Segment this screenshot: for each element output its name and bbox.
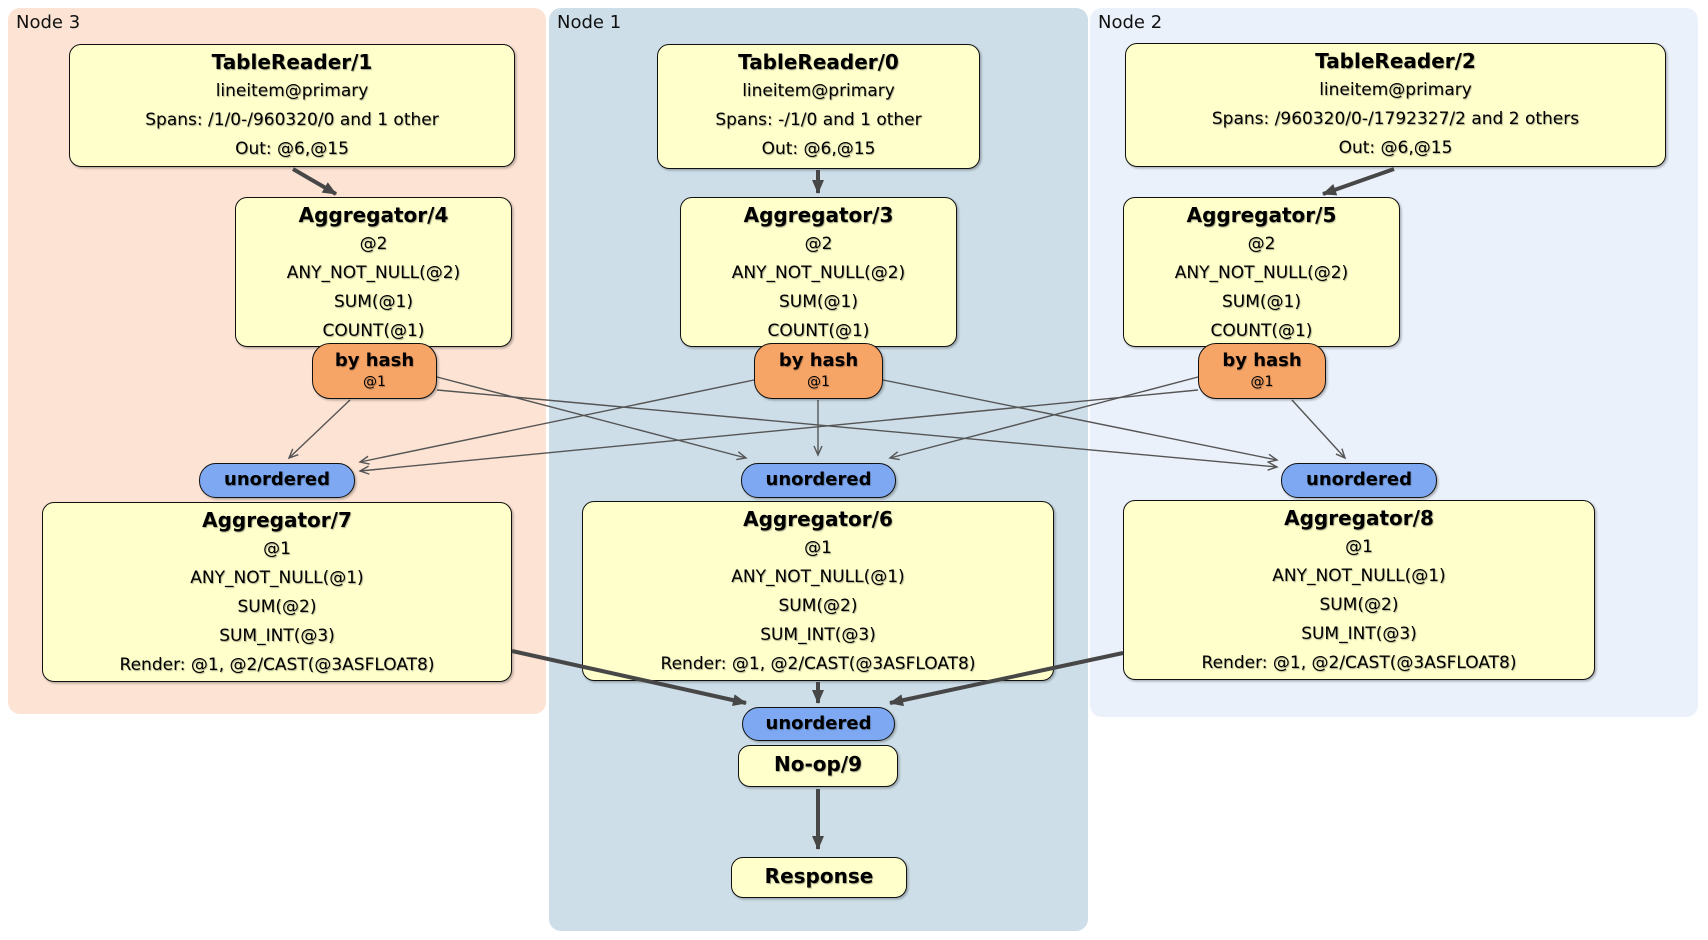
- router-label: by hash: [334, 350, 415, 371]
- box-line: COUNT(@1): [322, 321, 425, 341]
- box-line: @2: [804, 234, 833, 254]
- box-line: ANY_NOT_NULL(@2): [731, 263, 906, 283]
- router-label: by hash: [778, 350, 859, 371]
- box-line: Render: @1, @2/CAST(@3ASFLOAT8): [119, 655, 435, 675]
- sync-unordered-final: unordered: [742, 707, 895, 741]
- router-key: @1: [1250, 374, 1274, 390]
- box-title: Aggregator/8: [1284, 506, 1434, 530]
- sync-unordered-node3: unordered: [199, 463, 355, 498]
- node-noop-9: No-op/9: [738, 745, 898, 787]
- box-title: Aggregator/6: [743, 507, 893, 531]
- router-label: by hash: [1222, 350, 1302, 371]
- region-label-node1: Node 1: [557, 12, 622, 33]
- box-line: ANY_NOT_NULL(@1): [190, 568, 364, 588]
- box-line: @2: [359, 234, 388, 254]
- region-label-node3: Node 3: [16, 12, 81, 33]
- router-by-hash-node1: by hash @1: [754, 343, 883, 399]
- box-title: Aggregator/7: [202, 508, 352, 532]
- sync-unordered-node1: unordered: [741, 463, 896, 498]
- box-title: TableReader/0: [738, 50, 899, 74]
- box-line: ANY_NOT_NULL(@2): [1174, 263, 1349, 283]
- router-by-hash-node3: by hash @1: [312, 343, 437, 399]
- box-line: Spans: /1/0-/960320/0 and 1 other: [145, 110, 439, 130]
- box-title: TableReader/2: [1315, 49, 1476, 73]
- node-tablereader-1: TableReader/1 lineitem@primary Spans: /1…: [69, 44, 515, 167]
- box-line: Out: @6,@15: [1338, 138, 1453, 158]
- box-line: SUM(@1): [1222, 292, 1301, 312]
- box-line: @1: [263, 539, 291, 559]
- box-title: Response: [764, 864, 874, 888]
- box-line: Spans: /960320/0-/1792327/2 and 2 others: [1211, 109, 1580, 129]
- router-key: @1: [807, 374, 830, 390]
- box-line: SUM_INT(@3): [1301, 624, 1417, 644]
- box-line: ANY_NOT_NULL(@1): [731, 567, 905, 587]
- node-aggregator-3: Aggregator/3 @2 ANY_NOT_NULL(@2) SUM(@1)…: [680, 197, 957, 347]
- box-line: Out: @6,@15: [761, 139, 876, 159]
- box-line: SUM_INT(@3): [219, 626, 335, 646]
- box-line: ANY_NOT_NULL(@2): [286, 263, 461, 283]
- box-line: Render: @1, @2/CAST(@3ASFLOAT8): [660, 654, 976, 674]
- box-title: No-op/9: [773, 752, 863, 776]
- box-line: SUM(@1): [334, 292, 413, 312]
- box-line: ANY_NOT_NULL(@1): [1272, 566, 1446, 586]
- router-key: @1: [363, 374, 386, 390]
- box-line: SUM_INT(@3): [760, 625, 876, 645]
- region-label-node2: Node 2: [1098, 12, 1163, 33]
- box-title: Aggregator/3: [743, 203, 894, 227]
- box-line: SUM(@1): [779, 292, 858, 312]
- box-title: TableReader/1: [211, 50, 373, 74]
- sync-unordered-node2: unordered: [1281, 463, 1437, 498]
- box-line: COUNT(@1): [767, 321, 870, 341]
- node-response: Response: [731, 857, 907, 898]
- box-line: Render: @1, @2/CAST(@3ASFLOAT8): [1201, 653, 1517, 673]
- box-line: lineitem@primary: [215, 81, 369, 101]
- box-line: SUM(@2): [237, 597, 317, 617]
- node-aggregator-5: Aggregator/5 @2 ANY_NOT_NULL(@2) SUM(@1)…: [1123, 197, 1400, 347]
- node-aggregator-6: Aggregator/6 @1 ANY_NOT_NULL(@1) SUM(@2)…: [582, 501, 1054, 681]
- box-line: @1: [804, 538, 832, 558]
- box-line: COUNT(@1): [1210, 321, 1313, 341]
- box-line: Spans: -/1/0 and 1 other: [715, 110, 922, 130]
- node-aggregator-8: Aggregator/8 @1 ANY_NOT_NULL(@1) SUM(@2)…: [1123, 500, 1595, 680]
- node-aggregator-7: Aggregator/7 @1 ANY_NOT_NULL(@1) SUM(@2)…: [42, 502, 512, 682]
- node-tablereader-0: TableReader/0 lineitem@primary Spans: -/…: [657, 44, 980, 169]
- box-line: @1: [1345, 537, 1373, 557]
- box-line: lineitem@primary: [1319, 80, 1472, 100]
- box-line: SUM(@2): [778, 596, 858, 616]
- node-aggregator-4: Aggregator/4 @2 ANY_NOT_NULL(@2) SUM(@1)…: [235, 197, 512, 347]
- box-line: lineitem@primary: [742, 81, 895, 101]
- box-title: Aggregator/5: [1186, 203, 1337, 227]
- box-line: @2: [1247, 234, 1276, 254]
- router-by-hash-node2: by hash @1: [1198, 343, 1326, 399]
- box-title: Aggregator/4: [298, 203, 449, 227]
- box-line: SUM(@2): [1319, 595, 1399, 615]
- node-tablereader-2: TableReader/2 lineitem@primary Spans: /9…: [1125, 43, 1666, 167]
- box-line: Out: @6,@15: [235, 139, 349, 159]
